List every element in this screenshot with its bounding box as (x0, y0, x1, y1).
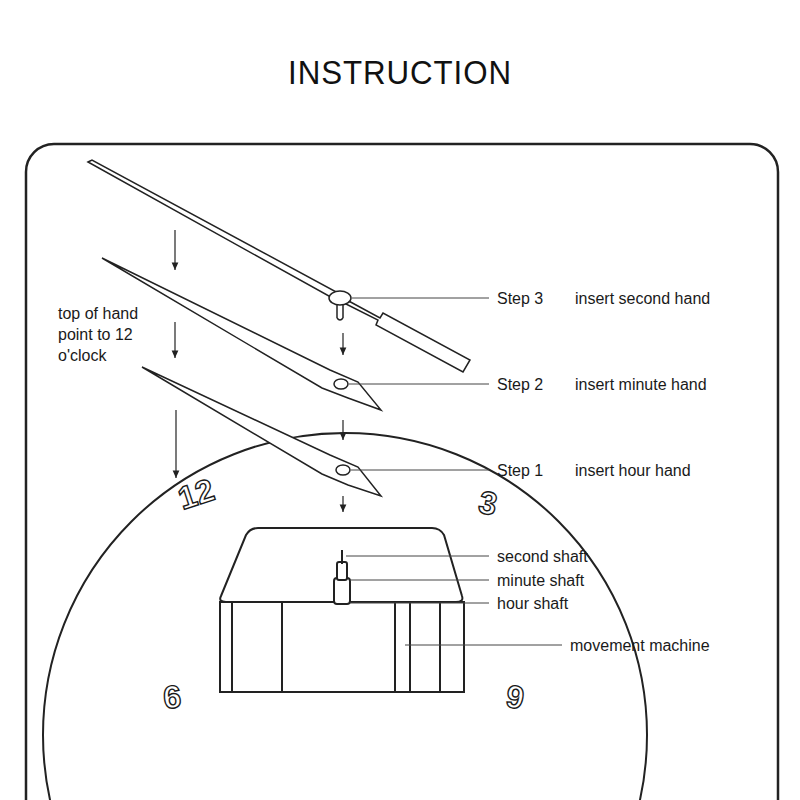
clock-face (43, 433, 647, 800)
part-name: movement machine (570, 635, 710, 656)
leader-lines (346, 298, 562, 645)
step-text: insert minute hand (575, 374, 707, 395)
frame (26, 144, 778, 800)
step-text: insert hour hand (575, 460, 691, 481)
step-number: Step 3 (497, 288, 543, 309)
part-name: second shaft (497, 546, 588, 567)
part-name: minute shaft (497, 570, 584, 591)
dial-numeral: 3 (476, 485, 500, 520)
step-number: Step 2 (497, 374, 543, 395)
step-text: insert second hand (575, 288, 710, 309)
dial-numeral: 12 (174, 473, 218, 514)
second-hand (88, 160, 470, 372)
note-text: top of hand point to 12 o'clock (58, 303, 176, 366)
dial-numeral: 6 (503, 680, 526, 715)
dial-numeral: 9 (162, 680, 183, 713)
movement-machine (220, 528, 464, 692)
hour-hand (142, 367, 381, 496)
minute-hand (102, 258, 381, 410)
part-name: hour shaft (497, 593, 568, 614)
arrows (175, 230, 343, 512)
step-number: Step 1 (497, 460, 543, 481)
title: INSTRUCTION (288, 52, 512, 92)
